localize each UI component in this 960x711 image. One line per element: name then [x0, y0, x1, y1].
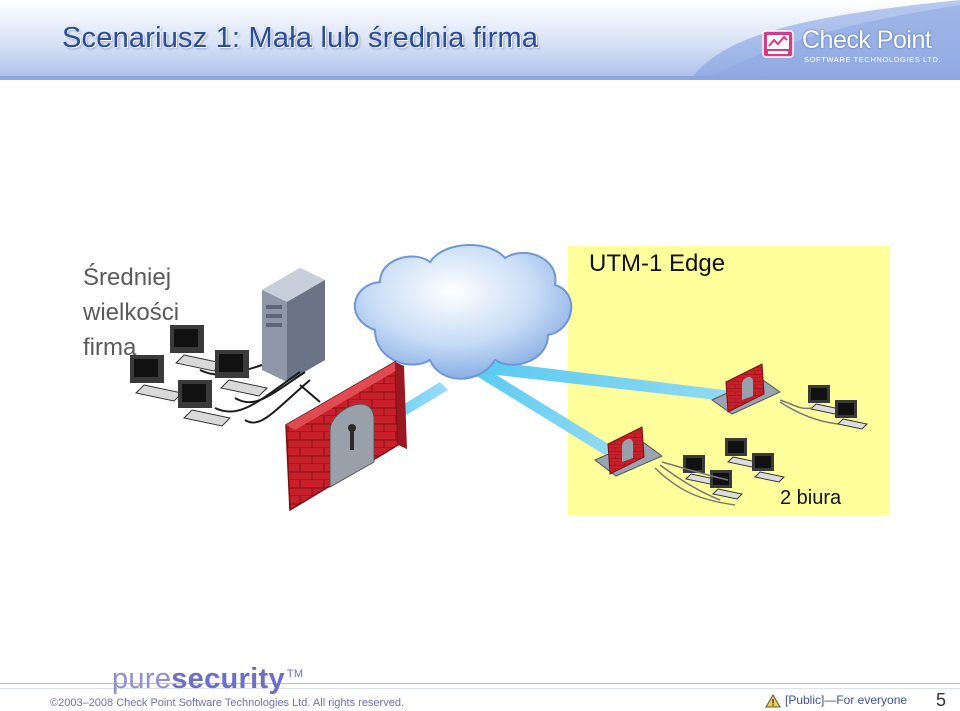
- branch-firewall-lower: [594, 426, 664, 477]
- branch-firewall-upper: [710, 363, 782, 415]
- utm-edge-title: UTM-1 Edge: [589, 250, 726, 277]
- classification-label: [Public]—For everyone: [765, 693, 907, 708]
- label-line: wielkości: [83, 299, 180, 326]
- checkpoint-logo: Check Point SOFTWARE TECHNOLOGIES LTD.: [762, 26, 950, 68]
- footer-divider-secondary: [0, 688, 960, 689]
- footer-divider: [0, 683, 960, 684]
- label-line: Średniej: [83, 264, 172, 291]
- main-firewall-icon: [285, 360, 407, 512]
- brand-trademark: TM: [286, 668, 304, 680]
- logo-wordmark: Check Point: [802, 26, 932, 54]
- warning-icon: [765, 693, 781, 708]
- slide-title: Scenariusz 1: Mała lub średnia firma: [62, 22, 539, 54]
- brand-pure: pure: [112, 663, 172, 695]
- internet-cloud: [354, 244, 573, 380]
- medium-company-label: Średniej wielkości firma: [83, 260, 179, 365]
- branch-upper-workstations: [779, 385, 869, 430]
- copyright-notice: ©2003–2008 Check Point Software Technolo…: [50, 697, 405, 709]
- label-line: firma: [83, 334, 137, 361]
- checkpoint-logo-icon: [762, 30, 794, 58]
- office-workstations: [130, 325, 269, 427]
- branch-count-label: 2 biura: [780, 487, 842, 509]
- connection-beams: [370, 360, 740, 455]
- branch-lower-workstations: [654, 438, 786, 506]
- logo-subtitle: SOFTWARE TECHNOLOGIES LTD.: [804, 55, 942, 64]
- brand-security: security: [171, 663, 285, 695]
- page-number: 5: [936, 690, 947, 710]
- slide-header: Scenariusz 1: Mała lub średnia firma Che…: [0, 0, 960, 80]
- classification-text: [Public]—For everyone: [785, 693, 908, 707]
- header-wave-decoration: [0, 0, 960, 80]
- server-icon: [262, 268, 325, 382]
